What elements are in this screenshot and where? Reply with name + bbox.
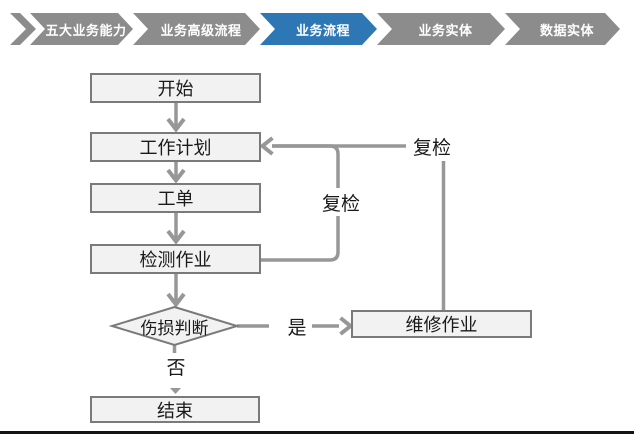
breadcrumb-label: 业务高级流程	[160, 22, 242, 38]
flow-node-decision: 伤损判断	[112, 307, 237, 345]
decision-diamond-shape	[108, 305, 241, 347]
connector-recheck-outer	[272, 144, 446, 310]
edge-label-recheck-outer: 复检	[406, 131, 458, 161]
flow-node-inspect: 检测作业	[90, 244, 261, 274]
breadcrumb-item-highlevel-flow[interactable]: 业务高级流程	[133, 13, 260, 45]
breadcrumb-label: 五大业务能力	[45, 22, 127, 38]
node-label: 结束	[157, 400, 193, 421]
bottom-border-line	[0, 431, 634, 434]
arrowhead-down-icon	[166, 168, 186, 184]
edge-label-no: 否	[166, 357, 186, 379]
flow-node-end: 结束	[90, 396, 260, 423]
node-label: 工作计划	[139, 138, 212, 158]
arrowhead-down-icon	[166, 292, 186, 308]
flow-node-order: 工单	[90, 183, 261, 213]
arrowhead-small-down-icon	[170, 388, 181, 394]
arrowhead-down-icon	[166, 117, 186, 133]
breadcrumb-label: 数据实体	[539, 22, 594, 38]
breadcrumb-item-data-entity[interactable]: 数据实体	[505, 13, 620, 45]
flow-node-plan: 工作计划	[90, 132, 261, 162]
breadcrumb-label: 业务流程	[295, 22, 350, 38]
breadcrumb-item-business-flow[interactable]: 业务流程	[260, 13, 377, 45]
node-label: 检测作业	[139, 250, 212, 270]
breadcrumb-item-business-entity[interactable]: 业务实体	[377, 13, 505, 45]
edge-label-recheck-inner: 复检	[317, 188, 365, 216]
node-label: 开始	[157, 79, 194, 99]
flow-node-repair: 维修作业	[351, 310, 532, 338]
node-label: 维修作业	[405, 315, 478, 335]
edge-label-yes: 是	[287, 317, 307, 339]
breadcrumb-label: 业务实体	[418, 22, 473, 38]
node-label: 伤损判断	[140, 318, 209, 338]
node-label: 工单	[157, 189, 194, 209]
arrowhead-right-icon	[339, 316, 354, 336]
breadcrumb-item-capabilities[interactable]: 五大业务能力	[30, 13, 133, 45]
arrowhead-down-icon	[166, 229, 186, 245]
flow-node-start: 开始	[90, 73, 261, 103]
arrowhead-left-icon	[259, 136, 274, 156]
